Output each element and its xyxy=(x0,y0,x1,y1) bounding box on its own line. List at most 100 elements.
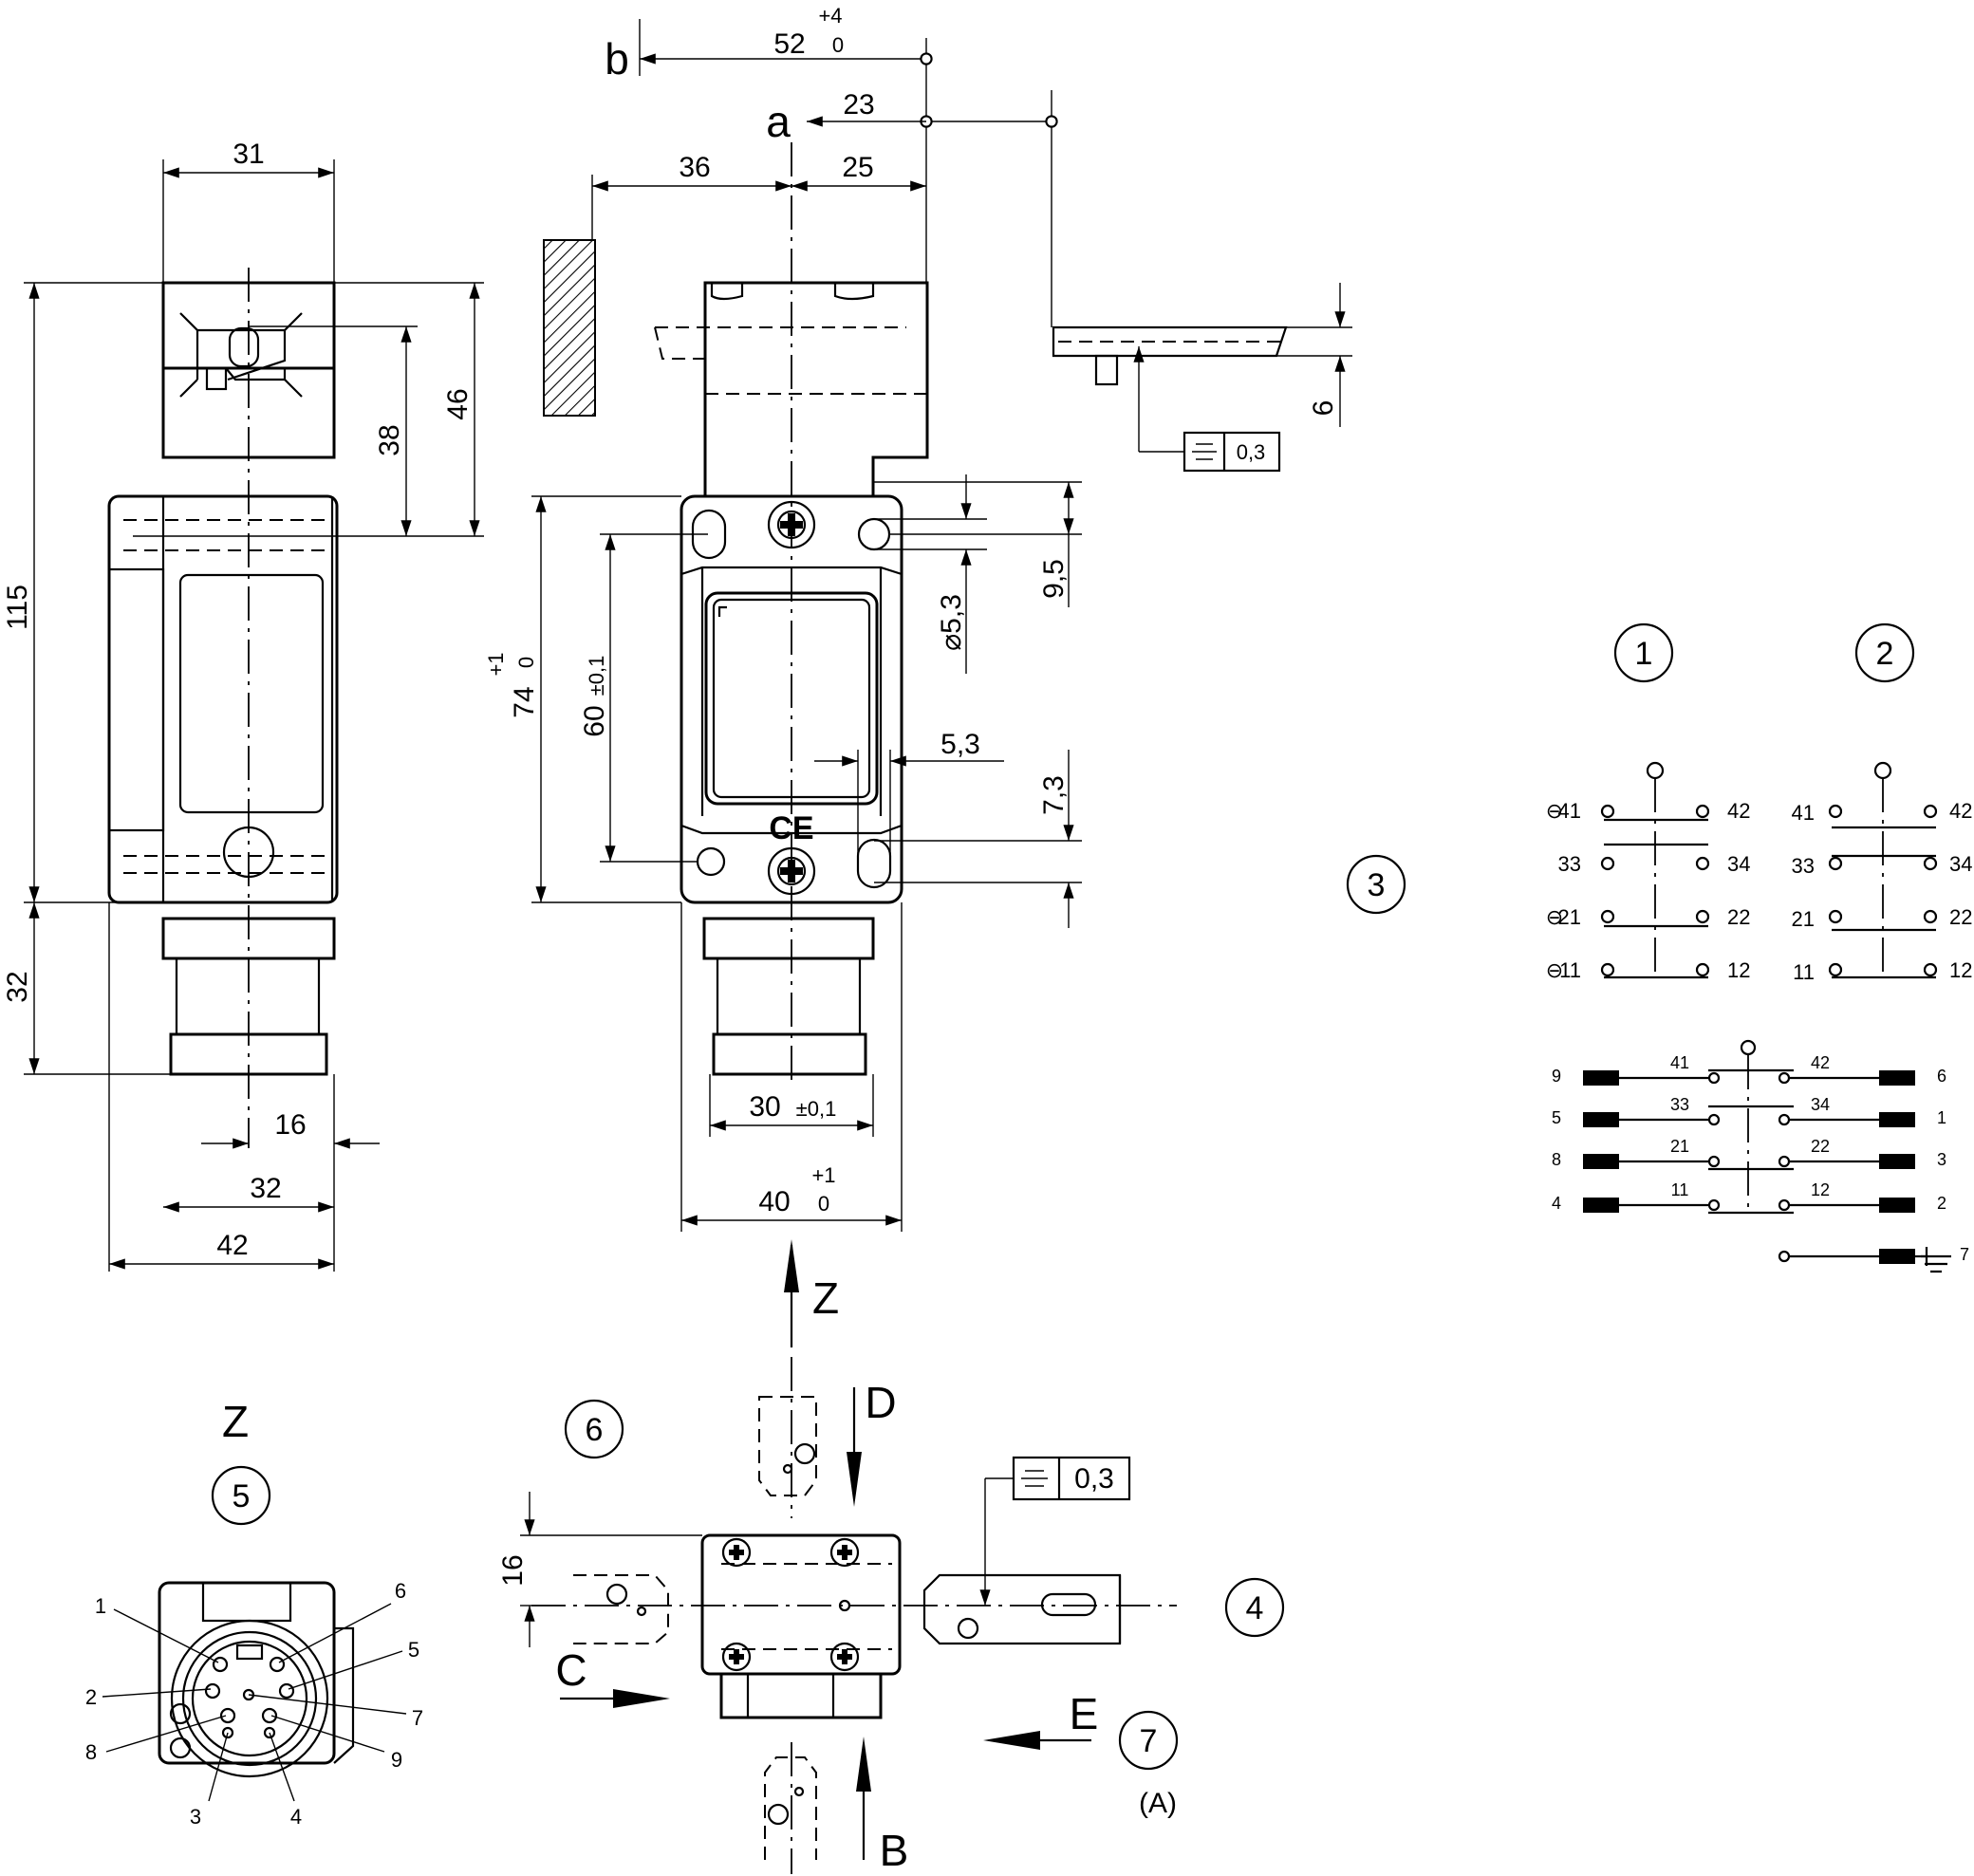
dim-16: 16 xyxy=(274,1109,306,1141)
front-connector-nut xyxy=(702,917,875,960)
svg-text:3: 3 xyxy=(1937,1150,1946,1169)
front-head xyxy=(703,281,929,498)
pin-label-4: 4 xyxy=(290,1805,302,1829)
approach-view: 6 D C 16 xyxy=(497,1357,1285,1875)
dim-16-approach: 16 xyxy=(497,1554,529,1586)
callout-4: 4 xyxy=(1224,1577,1285,1638)
svg-text:42: 42 xyxy=(1811,1053,1830,1072)
pin-label-5: 5 xyxy=(408,1638,419,1662)
dim-46: 46 xyxy=(442,388,474,419)
dim-6: 6 xyxy=(1308,400,1339,417)
dim-5-3: 5,3 xyxy=(940,729,980,760)
dir-B: B xyxy=(880,1826,909,1875)
note-A: (A) xyxy=(1139,1788,1177,1819)
dim-31: 31 xyxy=(233,139,264,170)
d1-label-42: 42 xyxy=(1727,799,1750,823)
dim-52-tol-up: +4 xyxy=(818,4,842,28)
svg-text:8: 8 xyxy=(1552,1150,1561,1169)
d1-label-33: 33 xyxy=(1558,852,1581,876)
d2-label-12: 12 xyxy=(1949,958,1972,982)
svg-text:3: 3 xyxy=(1368,867,1386,903)
wiring-row-1: 9 6 41 42 xyxy=(1552,1053,1946,1086)
dim-60: 60 xyxy=(579,705,610,736)
svg-text:4: 4 xyxy=(1552,1194,1561,1213)
pin-label-8: 8 xyxy=(85,1740,97,1764)
d1-label-34: 34 xyxy=(1727,852,1750,876)
d2-label-21: 21 xyxy=(1792,907,1815,931)
dim-30-tol: ±0,1 xyxy=(796,1097,837,1121)
dim-7-3: 7,3 xyxy=(1038,775,1070,815)
wiring-row-3: 8 3 21 22 xyxy=(1552,1137,1946,1171)
dir-C: C xyxy=(555,1645,587,1695)
svg-text:2: 2 xyxy=(1937,1194,1946,1213)
wiring-row-2: 5 1 33 34 xyxy=(1552,1095,1946,1127)
d2-label-41: 41 xyxy=(1792,801,1815,825)
ref-b: b xyxy=(605,34,629,84)
svg-text:41: 41 xyxy=(1670,1053,1689,1072)
flatness-approach: 0,3 xyxy=(1074,1463,1114,1495)
dir-D: D xyxy=(865,1378,896,1427)
pin-label-1: 1 xyxy=(95,1594,106,1618)
callout-6: 6 xyxy=(564,1399,624,1459)
ref-a: a xyxy=(766,97,791,146)
pin-label-3: 3 xyxy=(190,1805,201,1829)
d2-label-11: 11 xyxy=(1793,960,1815,984)
dim-32-vertical: 32 xyxy=(2,971,33,1002)
d2-label-33: 33 xyxy=(1792,854,1815,878)
dim-40-tol-up: +1 xyxy=(811,1163,835,1187)
dim-25: 25 xyxy=(842,152,873,183)
dim-74-tol-low: 0 xyxy=(514,657,538,668)
svg-text:5: 5 xyxy=(233,1478,251,1514)
svg-text:33: 33 xyxy=(1670,1095,1689,1114)
svg-text:1: 1 xyxy=(1937,1108,1946,1127)
dim-23: 23 xyxy=(843,89,874,121)
svg-text:12: 12 xyxy=(1811,1180,1830,1199)
contact-schematic: 1 2 3 ⊖ ⊖ ⊖ 41 42 33 34 xyxy=(1346,622,1973,1273)
svg-text:21: 21 xyxy=(1670,1137,1689,1156)
side-view: 31 38 46 115 32 16 32 42 xyxy=(2,139,484,1272)
dim-dia-5-3: ⌀5,3 xyxy=(936,594,967,651)
approach-switch-body xyxy=(700,1533,902,1676)
callout-1: 1 xyxy=(1613,622,1674,683)
ground-icon xyxy=(1921,1247,1951,1273)
connector-view-title: Z xyxy=(222,1397,249,1446)
dim-74-tol-up: +1 xyxy=(484,652,508,676)
dim-74: 74 xyxy=(509,686,540,717)
d1-pos-41: ⊖ xyxy=(1546,799,1563,823)
diagram2-contacts: 41 42 33 34 21 22 11 12 xyxy=(1792,799,1973,984)
dir-E: E xyxy=(1070,1689,1099,1738)
svg-text:4: 4 xyxy=(1246,1590,1264,1626)
callout-5: 5 xyxy=(211,1465,271,1526)
dim-115: 115 xyxy=(2,585,33,630)
wiring-ground: 7 xyxy=(1778,1245,1969,1273)
dim-38: 38 xyxy=(374,424,405,455)
callout-2: 2 xyxy=(1854,622,1915,683)
svg-text:2: 2 xyxy=(1876,636,1894,672)
d2-label-22: 22 xyxy=(1949,905,1972,929)
d1-pos-11: ⊖ xyxy=(1546,958,1563,982)
svg-text:9: 9 xyxy=(1552,1067,1561,1086)
svg-text:7: 7 xyxy=(1140,1723,1158,1759)
dim-52-tol-low: 0 xyxy=(832,33,844,57)
front-view: CE b 52 +4 0 a 23 36 25 6 0 xyxy=(484,4,1352,1347)
pin-label-2: 2 xyxy=(85,1685,97,1709)
callout-7: 7 xyxy=(1118,1710,1179,1771)
svg-text:5: 5 xyxy=(1552,1108,1561,1127)
dim-42: 42 xyxy=(216,1230,248,1261)
ground-pin-label: 7 xyxy=(1960,1245,1969,1264)
hatched-mounting-surface xyxy=(543,239,596,417)
pin-label-7: 7 xyxy=(412,1706,423,1730)
svg-text:22: 22 xyxy=(1811,1137,1830,1156)
d1-label-41: 41 xyxy=(1558,799,1581,823)
d1-label-22: 22 xyxy=(1727,905,1750,929)
svg-text:34: 34 xyxy=(1811,1095,1830,1114)
dim-40-tol-low: 0 xyxy=(818,1192,829,1216)
wiring-row-4: 4 2 11 12 xyxy=(1552,1180,1946,1215)
d1-pos-21: ⊖ xyxy=(1546,905,1563,929)
dim-60-tol: ±0,1 xyxy=(585,656,608,697)
svg-text:6: 6 xyxy=(1937,1067,1946,1086)
connector-view: Z 5 1 2 8 3 4 9 7 5 6 xyxy=(85,1397,423,1829)
diagram1-contacts: ⊖ ⊖ ⊖ 41 42 33 34 21 22 11 12 xyxy=(1546,799,1751,982)
callout-3: 3 xyxy=(1346,854,1406,915)
